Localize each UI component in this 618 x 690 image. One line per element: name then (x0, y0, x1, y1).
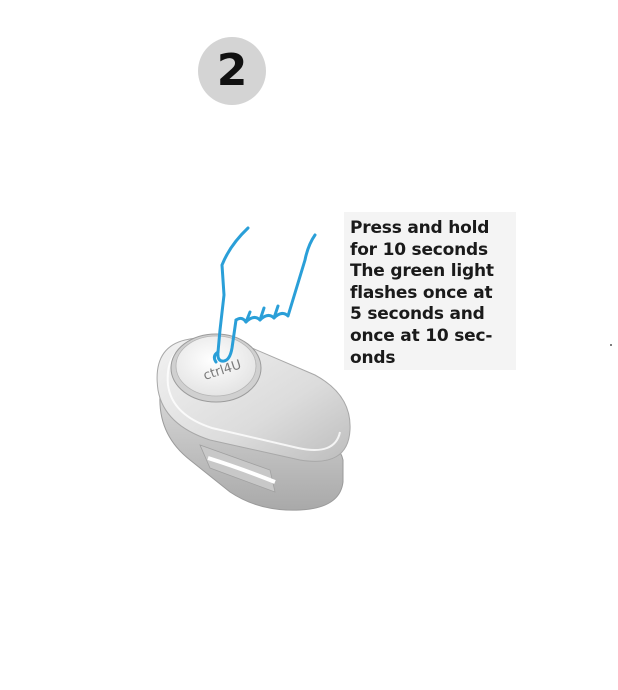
finger-clip-device: ctrl4U (156, 333, 351, 511)
instruction-line: 5 seconds and (350, 304, 485, 325)
pointing-hand-icon (212, 226, 317, 364)
instruction-box: Press and hold for 10 seconds The green … (344, 212, 516, 370)
instruction-line: for 10 seconds (350, 239, 488, 260)
hand-fingertip (212, 350, 220, 364)
instruction-text: Press and hold for 10 seconds The green … (350, 218, 512, 369)
stray-dot (610, 344, 612, 346)
device-top-highlight (166, 344, 341, 451)
instruction-line: once at 10 sec- (350, 325, 493, 346)
hand-knuckle-line (258, 306, 266, 322)
hand-back-outline (216, 226, 250, 363)
hand-knuckle-line (272, 304, 280, 320)
hand-knuckle-line (244, 310, 252, 324)
instruction-line: The green light (350, 261, 494, 282)
device-clip-gap (207, 456, 276, 484)
instruction-line: Press and hold (350, 218, 490, 238)
device-button (175, 335, 257, 397)
device-illustration: ctrl4U (156, 226, 351, 511)
step-number: 2 (216, 45, 248, 96)
instruction-line: onds (350, 347, 396, 368)
step-badge: 2 (198, 37, 266, 105)
instruction-line: flashes once at (350, 282, 493, 303)
